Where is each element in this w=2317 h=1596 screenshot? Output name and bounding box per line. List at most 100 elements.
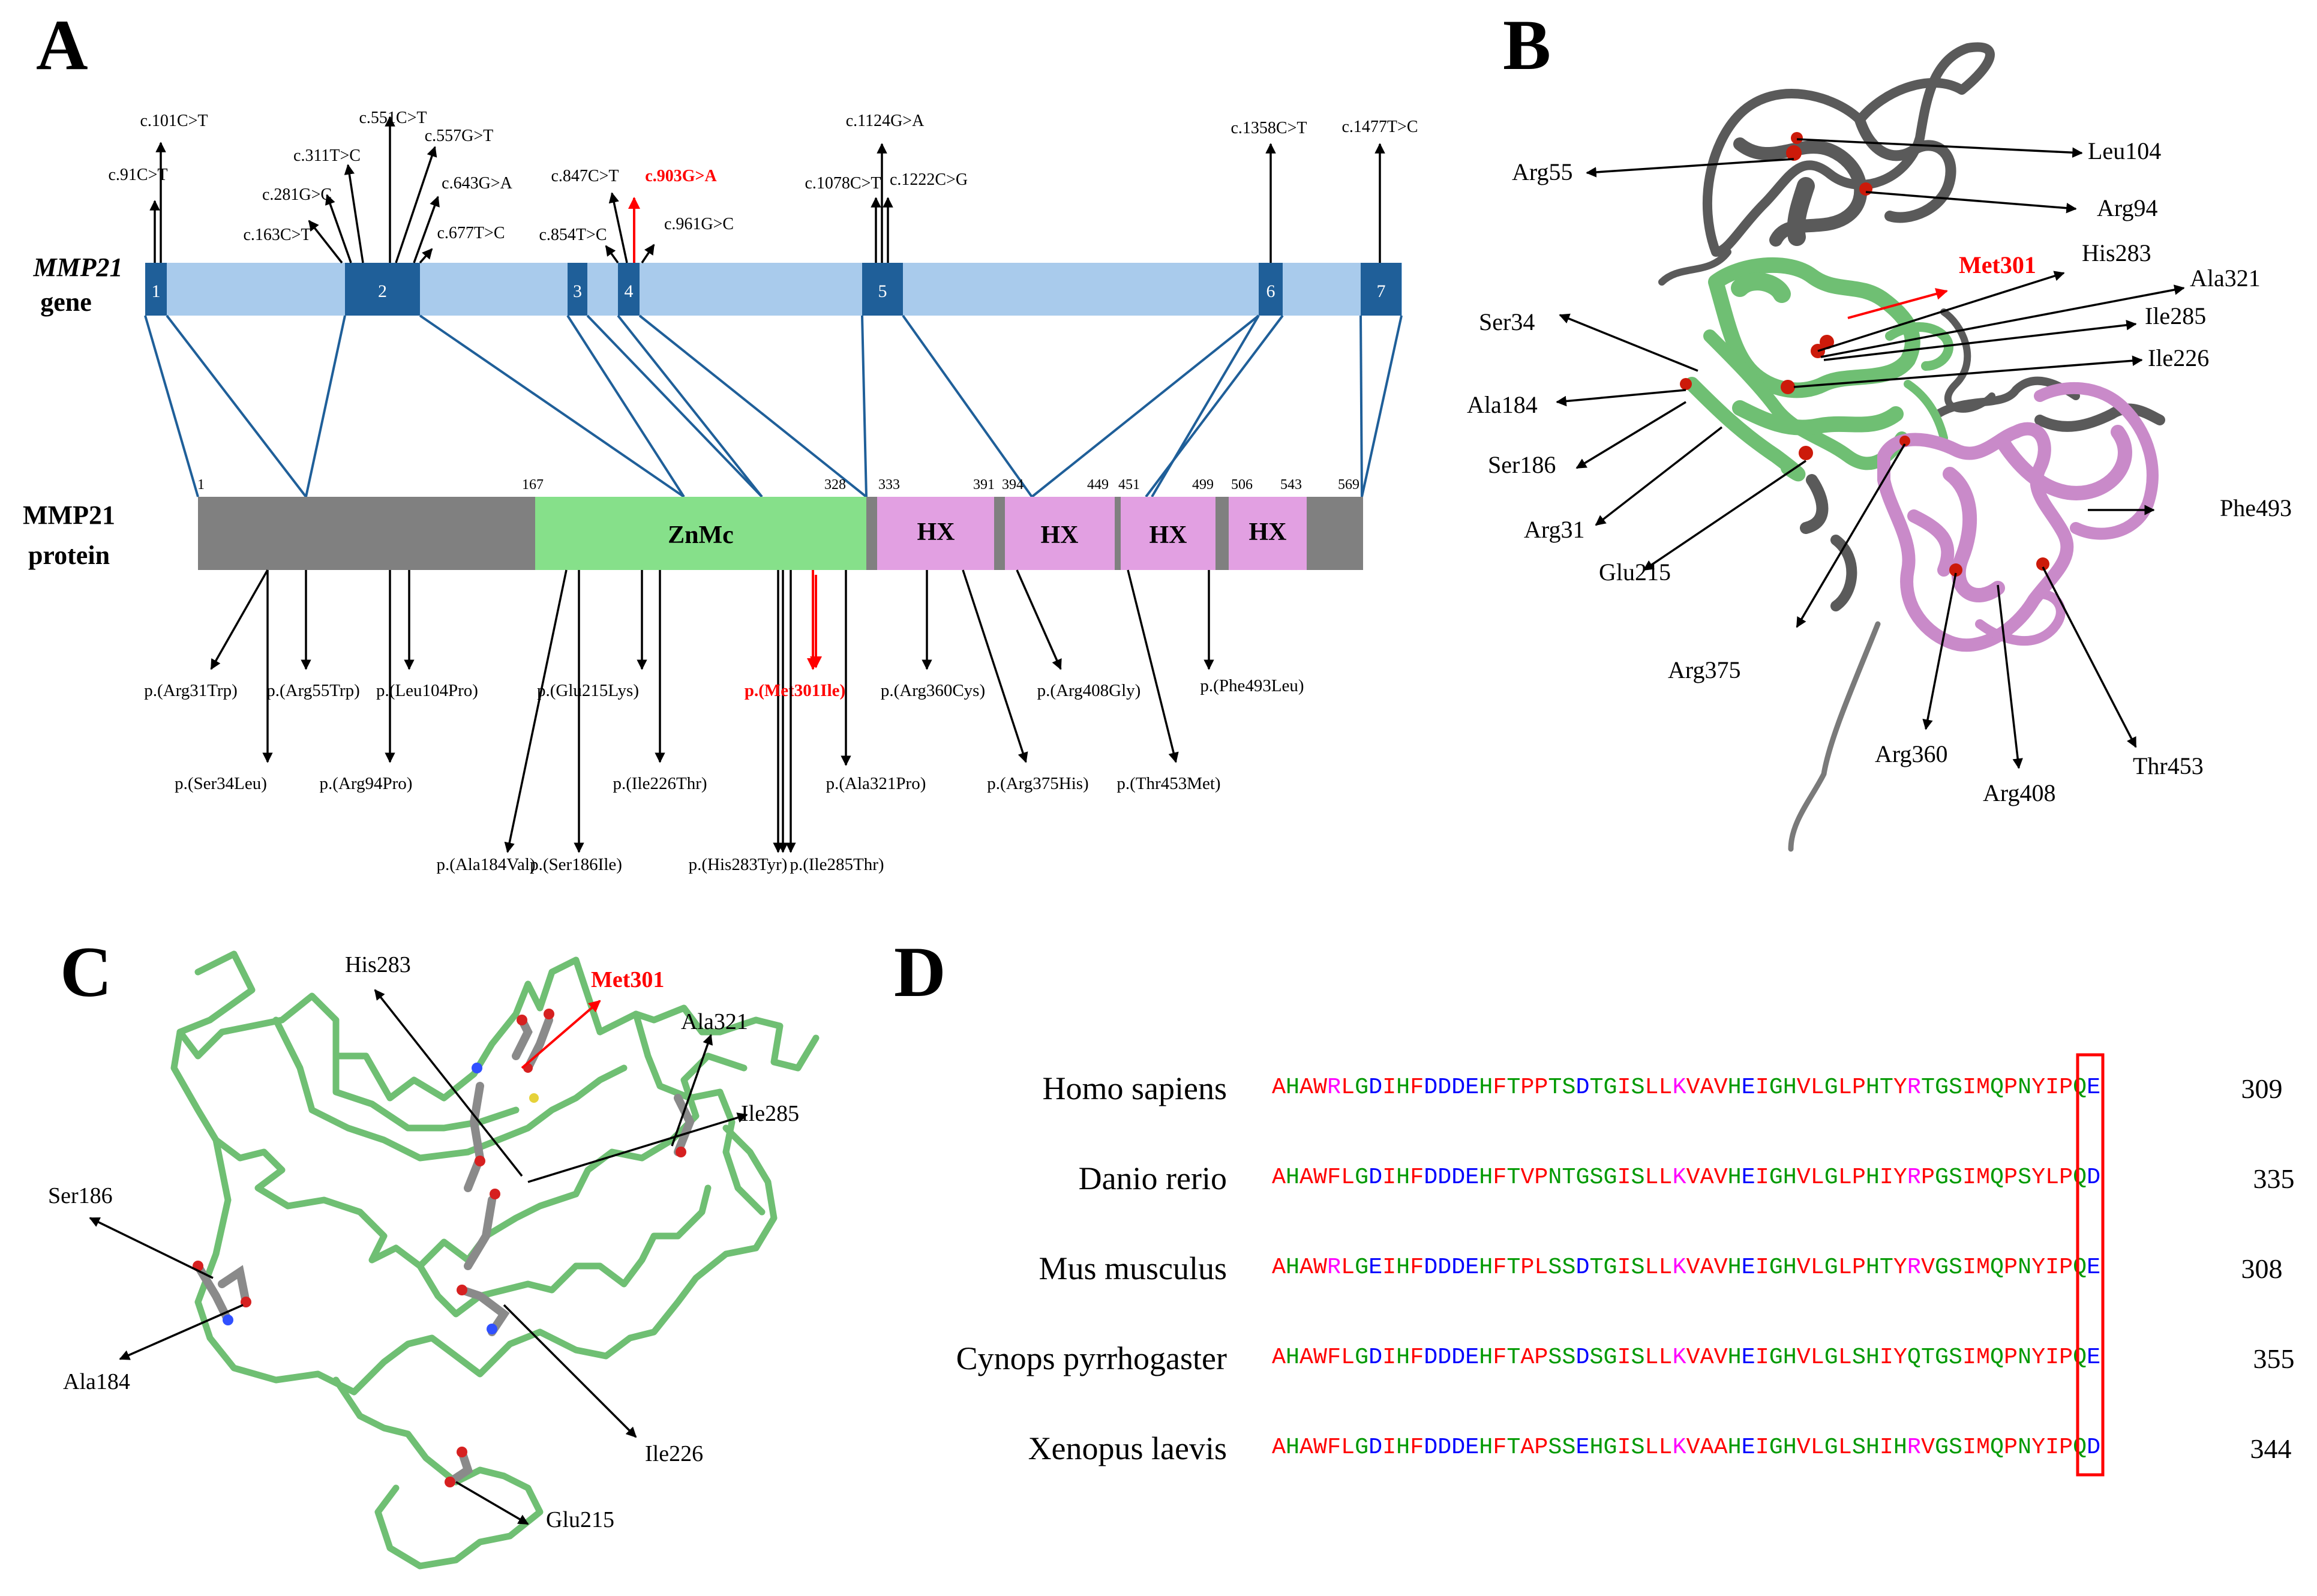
sequence-position: 344 — [2250, 1433, 2292, 1464]
protein-variant-arrow — [1016, 569, 1062, 670]
residue-label: Ser186 — [48, 1183, 113, 1208]
position-label: 543 — [1280, 477, 1302, 493]
protein-variant-label: p.(His283Tyr) — [689, 855, 788, 874]
cdna-variant-label: c.1078C>T — [805, 174, 881, 193]
sequence-position: 335 — [2253, 1163, 2295, 1194]
protein-variant-label: p.(Arg408Gly) — [1037, 681, 1141, 700]
protein-variant-label: p.(Phe493Leu) — [1200, 676, 1304, 695]
connector-line — [617, 314, 763, 498]
structure-arrow — [1559, 313, 1698, 372]
connector-line — [1031, 314, 1260, 498]
cdna-variant-label: c.101C>T — [140, 112, 208, 130]
sequence-row: AHAWFLGDIHFDDDEHFTAPSSDSGISLLKVAVHEIGHVL… — [1272, 1345, 2100, 1370]
sequence-row: AHAWFLGDIHFDDDEHFTAPSSEHGISLLKVAAHEIGHVL… — [1272, 1435, 2100, 1460]
position-label: 333 — [878, 477, 900, 493]
residue-arrow — [671, 1034, 713, 1147]
species-label: Xenopus laevis — [1028, 1430, 1227, 1466]
residue-label: Arg55 — [1512, 158, 1572, 185]
structure-arrow — [1595, 426, 1723, 526]
sequence-row: AHAWFLGDIHFDDDEHFTVPNTGSGISLLKVAVHEIGHVL… — [1272, 1165, 2100, 1190]
species-label: Cynops pyrrhogaster — [956, 1340, 1227, 1376]
residue-arrow — [374, 989, 523, 1177]
cdna-variant-labels: c.91C>Tc.101C>Tc.163C>Tc.281G>Cc.311T>Cc… — [109, 109, 1418, 264]
gene-title: MMP21 — [32, 253, 122, 282]
residue-label: Leu104 — [2088, 137, 2161, 164]
residue-label: Arg408 — [1983, 779, 2055, 806]
residue-label: Ala184 — [1467, 391, 1538, 418]
structure-arrow — [1823, 320, 2137, 361]
znmc-domain — [535, 497, 866, 570]
protein-title: MMP21 — [23, 500, 115, 530]
residue-label: Ile226 — [645, 1441, 703, 1466]
residue-label: Ile285 — [741, 1101, 799, 1126]
sequence-position: 309 — [2241, 1073, 2283, 1104]
znmc-label: ZnMc — [668, 521, 734, 549]
site-ile226 — [1781, 380, 1795, 394]
residue-label: Glu215 — [1599, 559, 1671, 586]
structure-arrow — [2042, 566, 2137, 748]
conserved-met-box — [2076, 1053, 2105, 1477]
residue-arrow — [503, 1304, 637, 1438]
residue-label: Arg94 — [2097, 194, 2157, 221]
exon-label: 5 — [878, 281, 887, 301]
connector-line — [1151, 314, 1260, 498]
residue-arrow — [521, 1000, 601, 1069]
residue-label: Ala184 — [63, 1369, 130, 1394]
structure-arrow — [1643, 460, 1806, 571]
protein-variant-arrow — [962, 569, 1028, 763]
panel-c-arrows: His283Met301Ala321Ile285Ser186Ala184Ile2… — [48, 952, 799, 1532]
protein-variant-label: p.(Ile226Thr) — [613, 774, 707, 793]
residue-label: Ala321 — [681, 1009, 748, 1034]
structure-arrow — [1586, 158, 1794, 178]
protein-subtitle: protein — [28, 541, 110, 570]
connector-line — [902, 314, 1033, 498]
hx-label-2: HX — [1041, 521, 1079, 549]
structure-arrow — [1997, 584, 2023, 769]
sequence-position: 355 — [2253, 1343, 2295, 1374]
exon-7 — [1361, 263, 1401, 316]
cdna-variant-arrow — [413, 196, 440, 263]
exon-label: 3 — [573, 281, 582, 301]
structure-arrow — [1820, 284, 2185, 358]
hx-label-1: HX — [917, 518, 955, 546]
site-leu104 — [1791, 132, 1803, 144]
protein-bar: ZnMc HX HX HX HX — [198, 497, 1363, 570]
exon-label: 7 — [1377, 281, 1386, 301]
structure-arrow — [1922, 572, 1957, 730]
site-ala184 — [1680, 378, 1692, 390]
position-label: 499 — [1192, 477, 1214, 493]
cdna-variant-label: c.1222C>G — [890, 170, 968, 189]
hx-label-3: HX — [1150, 521, 1187, 549]
protein-variant-label: p.(Leu104Pro) — [376, 681, 478, 700]
sequence-row: AHAWRLGDIHFDDDEHFTPPTSDTGISLLKVAVHEIGHVL… — [1272, 1075, 2100, 1100]
exon-label: 2 — [378, 281, 387, 301]
hx-domain-4 — [1229, 497, 1307, 570]
cdna-variant-label: c.903G>A — [645, 167, 717, 185]
structure-arrow — [1847, 288, 1948, 319]
connector-line — [861, 315, 868, 497]
protein-variant-label: p.(Glu215Lys) — [537, 681, 639, 700]
structure-arrow — [1575, 401, 1686, 469]
panel-b: B — [1467, 5, 2292, 852]
residue-label: Met301 — [591, 967, 664, 992]
cdna-variant-label: c.163C>T — [244, 226, 311, 244]
protein-variant-label: p.(Arg375His) — [987, 774, 1088, 793]
connector-line — [305, 315, 346, 497]
residue-arrow — [119, 1304, 244, 1360]
cdna-variant-arrow — [325, 194, 352, 263]
protein-variant-labels: p.(Arg31Trp)p.(Ser34Leu)p.(Arg55Trp)p.(A… — [144, 569, 1304, 874]
cdna-variant-label: c.1124G>A — [846, 112, 925, 130]
hx-domain-1 — [877, 497, 994, 570]
position-label: 506 — [1231, 477, 1253, 493]
residue-label: Ala321 — [2190, 265, 2261, 292]
cdna-variant-label: c.847C>T — [551, 167, 619, 185]
residue-arrow — [455, 1481, 529, 1525]
protein-variant-label: p.(Ser186Ile) — [530, 855, 622, 874]
cdna-variant-label: c.551C>T — [359, 109, 427, 127]
exon-label: 1 — [152, 281, 161, 301]
position-label: 449 — [1087, 477, 1109, 493]
